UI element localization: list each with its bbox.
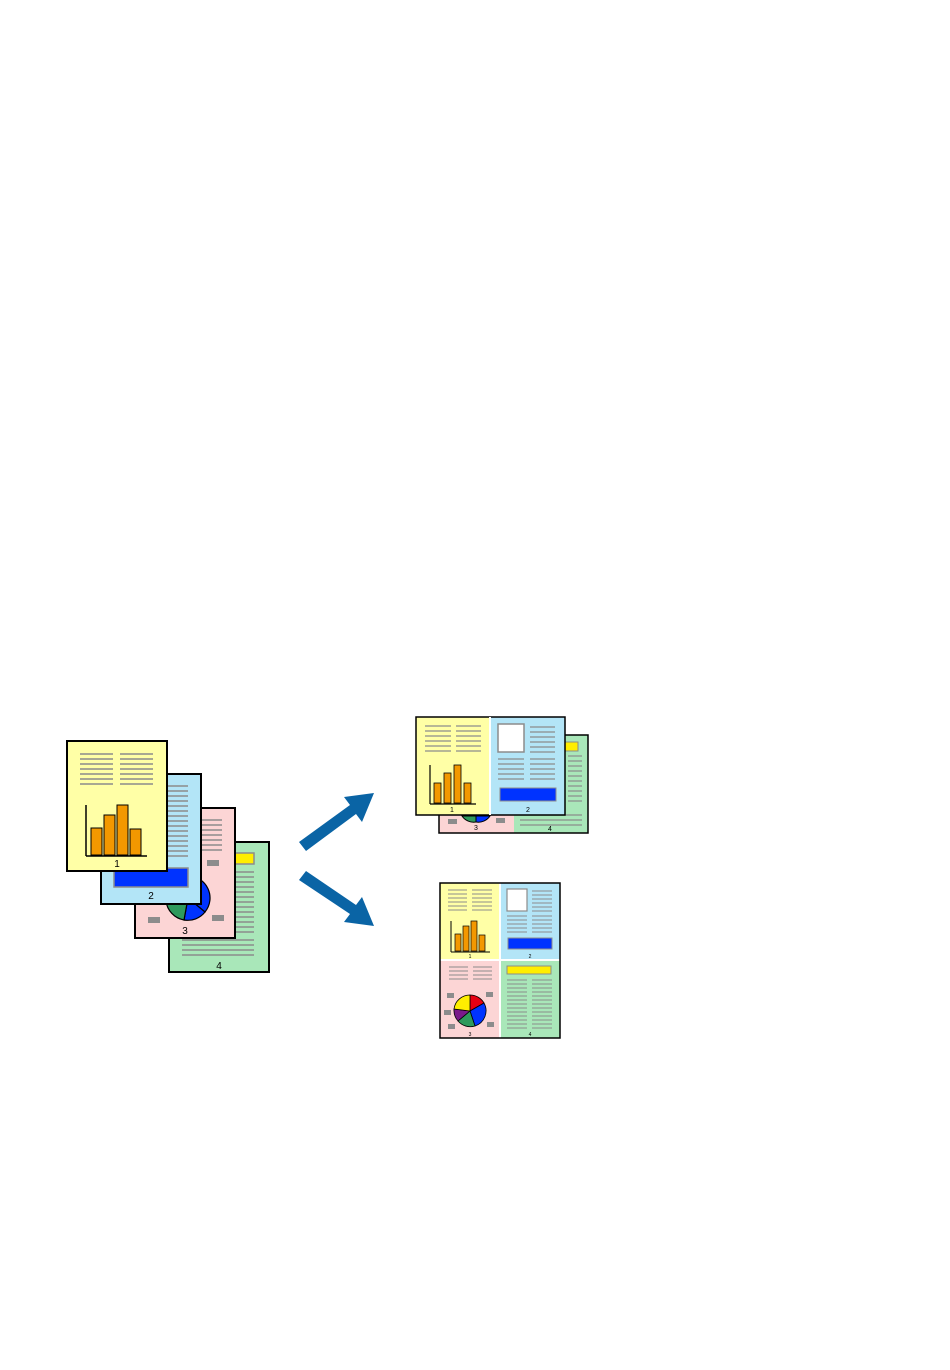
page-3-legend-box-left [148,917,160,923]
arrow-to-two-up [299,793,374,851]
four-up-page-2-blue-box [508,938,552,949]
page-2-text-lines [168,786,188,856]
two-up-front-number-1: 1 [450,807,454,814]
four-up-result: 1 2 [440,883,560,1038]
source-page-stack: 4 3 [67,741,269,972]
page-2-number: 2 [148,891,154,902]
page-4-number: 4 [216,961,222,972]
two-up-page-2-blue-box [500,788,556,801]
two-up-front-page-1 [416,717,490,815]
source-page-1: 1 [67,741,167,871]
four-up-number-3: 3 [469,1032,472,1038]
four-up-number-2: 2 [529,954,532,960]
four-up-number-4: 4 [529,1032,532,1038]
page-3-legend-box-top [207,860,219,866]
four-up-number-1: 1 [469,954,472,960]
two-up-page-2-image-box [498,724,524,752]
two-up-front-number-2: 2 [526,807,530,814]
page-3-legend-box-right [212,915,224,921]
four-up-page-1 [440,883,500,960]
page-3-number: 3 [182,926,188,937]
two-up-front-sheet: 1 2 [416,717,565,815]
two-up-back-number-3: 3 [474,825,478,832]
page-3-text-lines [202,820,222,850]
page-1-number: 1 [114,859,120,870]
four-up-page-4-heading-box [507,966,551,974]
two-up-back-number-4: 4 [548,826,552,833]
two-up-result: 3 4 1 [416,717,588,833]
four-up-page-2-image-box [507,889,527,911]
arrow-to-four-up [299,871,374,926]
four-up-page-3-pie-chart [454,995,486,1027]
